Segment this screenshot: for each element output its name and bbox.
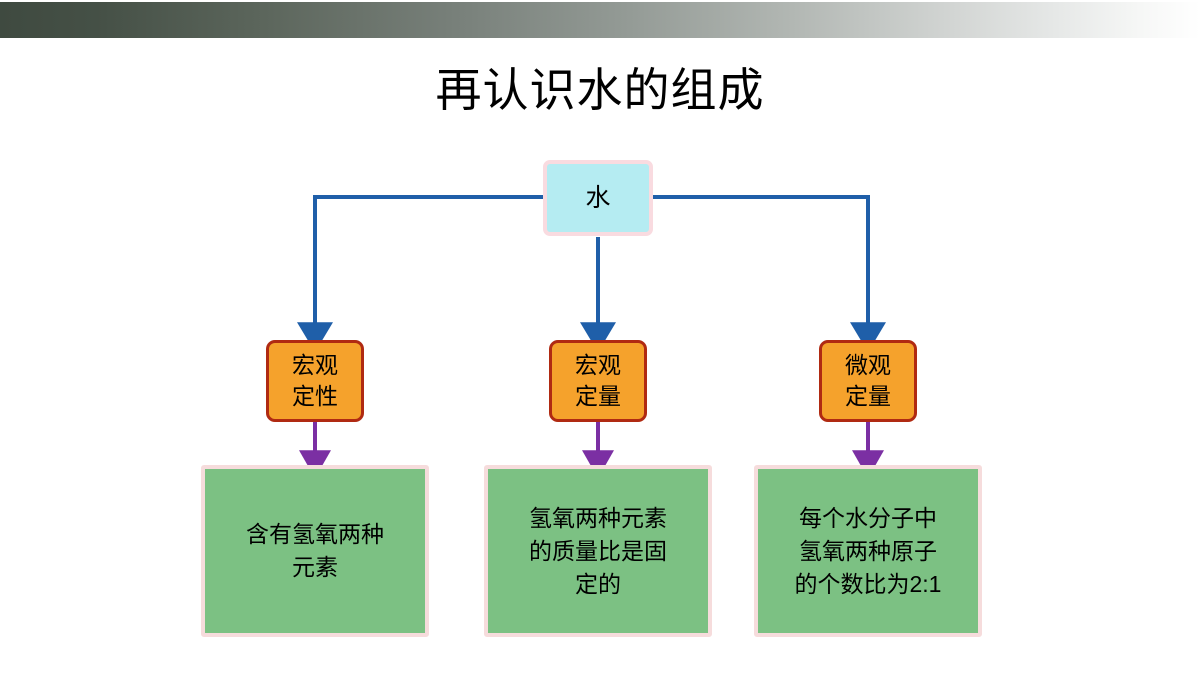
- node-macro-qualitative[interactable]: 宏观 定性: [266, 340, 364, 422]
- node-micro-quantitative[interactable]: 微观 定量: [819, 340, 917, 422]
- node-water-label: 水: [585, 184, 611, 212]
- connector-water-to-micro-quantitative: [653, 195, 886, 353]
- node-macro-quantitative-label: 宏观 定量: [575, 352, 621, 409]
- top-gradient-band: [0, 2, 1200, 38]
- page-title: 再认识水的组成: [435, 64, 765, 116]
- node-macro-qualitative-label: 宏观 定性: [292, 352, 338, 409]
- node-mass-ratio-fixed-label: 氢氧两种元素 的质量比是固 定的: [529, 504, 667, 597]
- node-micro-quantitative-label: 微观 定量: [845, 352, 891, 409]
- node-macro-quantitative[interactable]: 宏观 定量: [549, 340, 647, 422]
- node-atom-ratio-2-1[interactable]: 每个水分子中 氢氧两种原子 的个数比为2:1: [754, 465, 982, 637]
- node-atom-ratio-2-1-label: 每个水分子中 氢氧两种原子 的个数比为2:1: [794, 504, 942, 597]
- node-contains-h-o[interactable]: 含有氢氧两种 元素: [201, 465, 429, 637]
- node-water[interactable]: 水: [543, 160, 653, 236]
- connector-water-to-macro-qualitative: [297, 195, 543, 353]
- node-mass-ratio-fixed[interactable]: 氢氧两种元素 的质量比是固 定的: [484, 465, 712, 637]
- node-contains-h-o-label: 含有氢氧两种 元素: [246, 521, 384, 580]
